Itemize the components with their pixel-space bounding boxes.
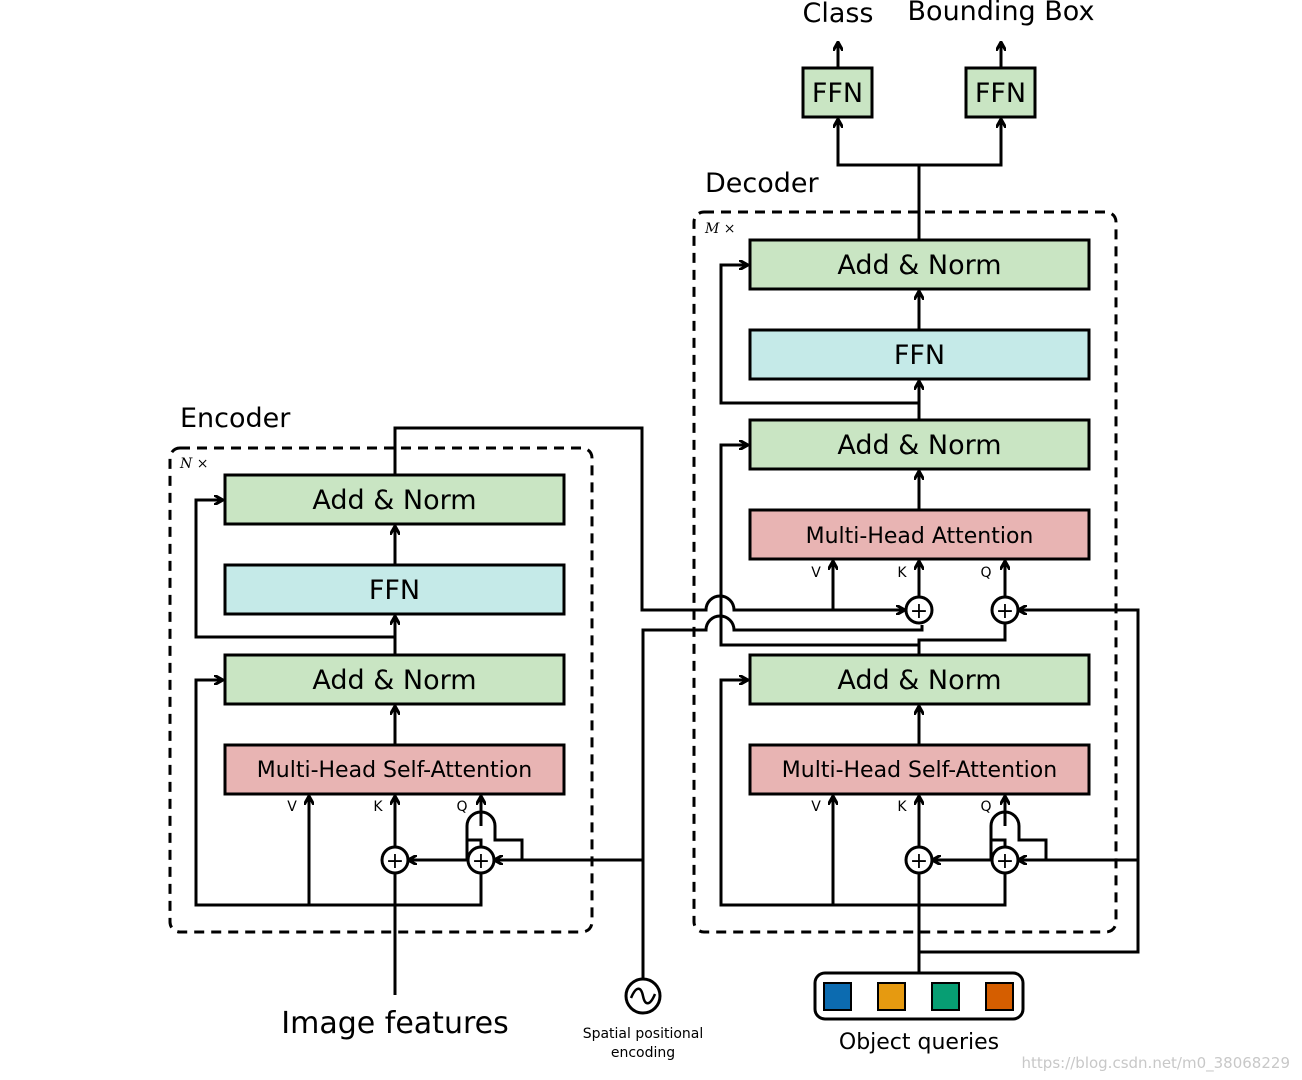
decoder-plus-cross-q: +: [990, 595, 1020, 625]
svg-text:Add & Norm: Add & Norm: [837, 250, 1001, 281]
decoder-plus-self-q: +: [990, 845, 1020, 875]
object-queries-label: Object queries: [839, 1030, 999, 1055]
watermark: https://blog.csdn.net/m0_38068229: [1022, 1054, 1290, 1073]
query-squares: [823, 982, 1014, 1011]
svg-text:Add & Norm: Add & Norm: [837, 665, 1001, 696]
decoder-cross-v-label: V: [811, 565, 821, 581]
decoder-self-q-label: Q: [980, 799, 991, 815]
svg-text:Multi-Head Attention: Multi-Head Attention: [806, 524, 1034, 549]
decoder-repeat-frame: [692, 210, 1118, 934]
svg-text:encoding: encoding: [611, 1045, 675, 1061]
encoder-self-attention: Multi-Head Self-Attention: [223, 743, 566, 796]
decoder-add-norm-top: Add & Norm: [748, 238, 1091, 291]
svg-text:FFN: FFN: [812, 78, 863, 109]
bounding-box-label: Bounding Box: [908, 0, 1095, 27]
svg-text:+: +: [472, 849, 490, 874]
object-query-square-4: [985, 982, 1014, 1011]
svg-text:FFN: FFN: [369, 575, 420, 606]
encoder-q-label: Q: [456, 799, 467, 815]
encoder-plus-q: +: [466, 845, 496, 875]
svg-text:Add & Norm: Add & Norm: [312, 485, 476, 516]
encoder-add-norm-top: Add & Norm: [223, 473, 566, 526]
svg-text:+: +: [996, 849, 1014, 874]
svg-text:Add & Norm: Add & Norm: [312, 665, 476, 696]
decoder-connections: [719, 120, 1140, 972]
decoder-title: Decoder: [705, 168, 820, 199]
svg-text:FFN: FFN: [894, 340, 945, 371]
decoder-plus-cross-k: +: [904, 595, 934, 625]
svg-text:+: +: [996, 599, 1014, 624]
svg-text:+: +: [386, 849, 404, 874]
encoder-ffn: FFN: [223, 563, 566, 616]
decoder-cross-k-label: K: [897, 565, 907, 581]
decoder-self-attention: Multi-Head Self-Attention: [748, 743, 1091, 796]
object-queries: Object queries: [813, 971, 1025, 1055]
decoder-plus-self-k: +: [904, 845, 934, 875]
object-query-square-2: [877, 982, 906, 1011]
encoder: Encoder N × Add & Norm FFN Add & Norm Mu…: [168, 403, 904, 995]
svg-text:Multi-Head Self-Attention: Multi-Head Self-Attention: [782, 758, 1057, 783]
encoder-title: Encoder: [180, 403, 291, 434]
encoder-add-norm-bottom: Add & Norm: [223, 653, 566, 706]
encoder-repeat-label: N ×: [179, 456, 208, 472]
bbox-ffn: FFN: [964, 66, 1037, 119]
prediction-heads: FFN FFN Class Bounding Box: [801, 0, 1095, 119]
decoder-cross-q-label: Q: [980, 565, 991, 581]
decoder-ffn: FFN: [748, 328, 1091, 381]
image-features-label: Image features: [281, 1006, 508, 1041]
decoder-self-v-label: V: [811, 799, 821, 815]
decoder-add-norm-mid: Add & Norm: [748, 418, 1091, 471]
svg-text:+: +: [910, 849, 928, 874]
svg-text:+: +: [910, 599, 928, 624]
object-query-square-3: [931, 982, 960, 1011]
encoder-v-label: V: [287, 799, 297, 815]
decoder-add-norm-bottom: Add & Norm: [748, 653, 1091, 706]
decoder-self-k-label: K: [897, 799, 907, 815]
encoder-repeat-frame: [168, 446, 594, 934]
decoder: Decoder M × Add & Norm FFN Add & Norm Mu…: [692, 120, 1140, 972]
class-ffn: FFN: [801, 66, 874, 119]
encoder-plus-k: +: [380, 845, 410, 875]
decoder-cross-attention: Multi-Head Attention: [748, 508, 1091, 561]
encoder-connections: [194, 426, 904, 995]
encoder-k-label: K: [373, 799, 383, 815]
svg-text:FFN: FFN: [975, 78, 1026, 109]
class-label: Class: [802, 0, 873, 29]
svg-text:Multi-Head Self-Attention: Multi-Head Self-Attention: [257, 758, 532, 783]
svg-text:Add & Norm: Add & Norm: [837, 430, 1001, 461]
object-query-square-1: [823, 982, 852, 1011]
object-queries-container: [813, 971, 1025, 1021]
decoder-repeat-label: M ×: [704, 221, 736, 237]
svg-text:Spatial positional: Spatial positional: [583, 1026, 704, 1042]
